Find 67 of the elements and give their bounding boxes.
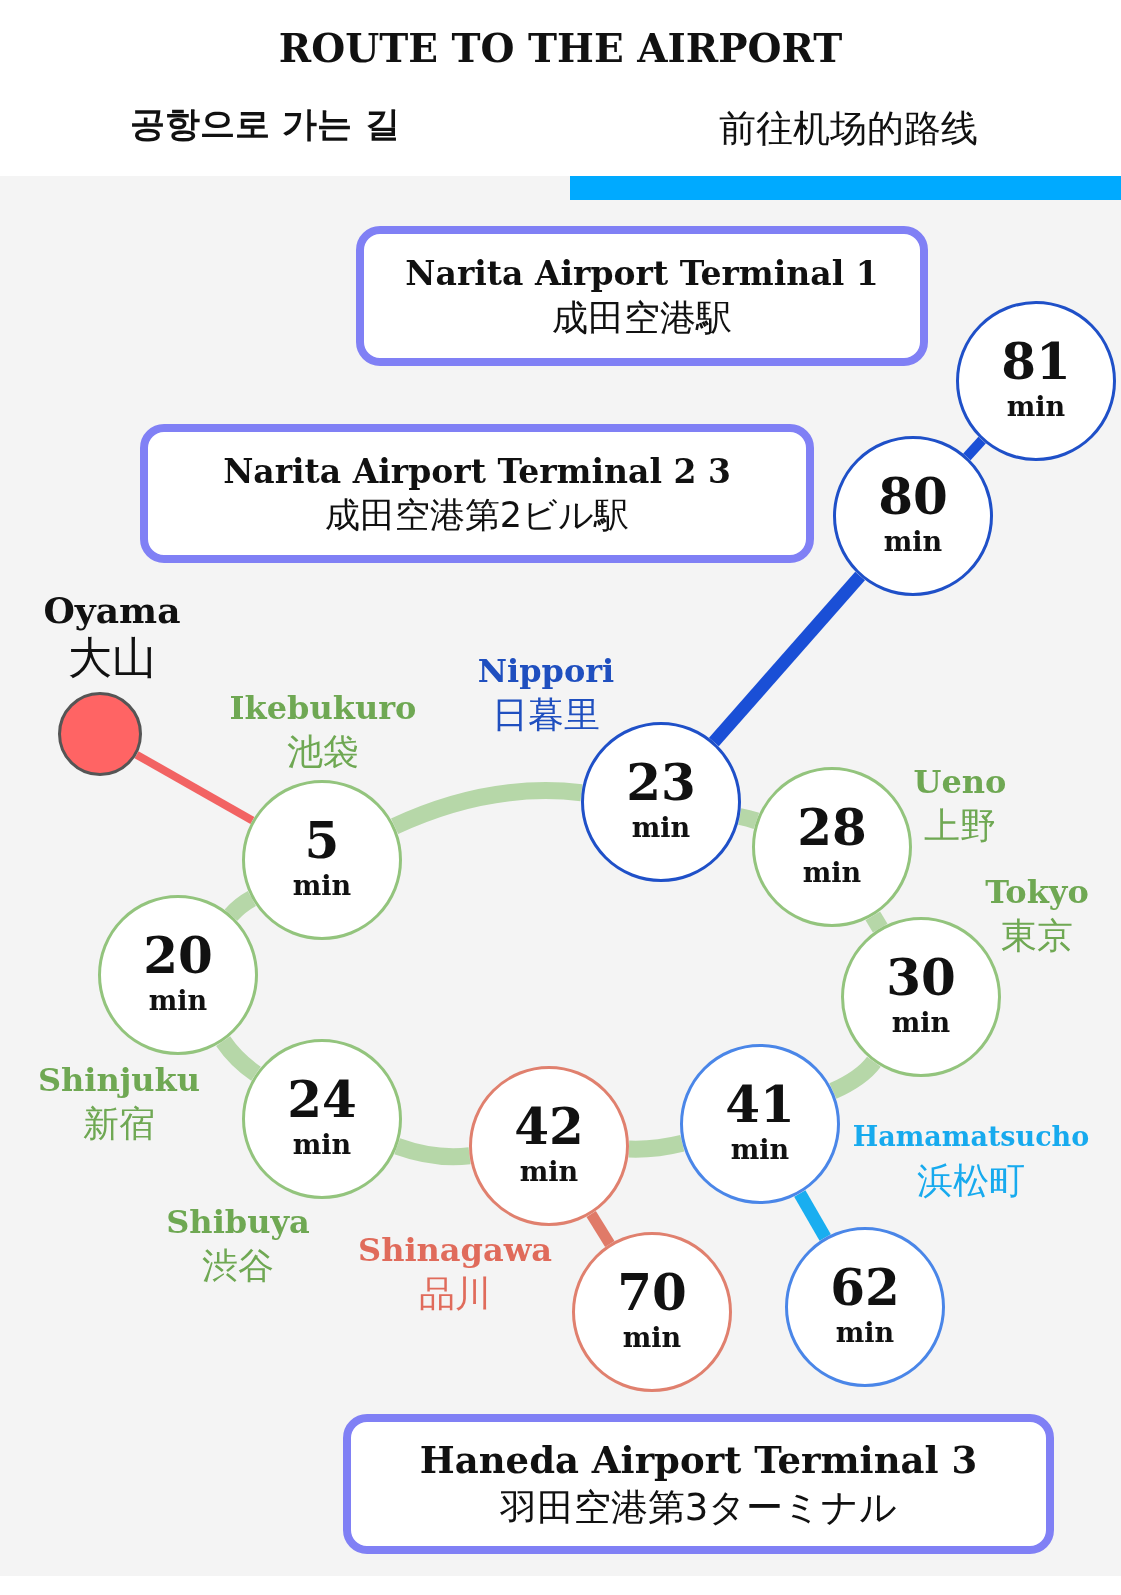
rail-line <box>865 911 888 933</box>
rail-line <box>586 1211 615 1247</box>
station-name-kanji: 品川 <box>419 1272 491 1316</box>
minutes-unit: min <box>519 1156 579 1188</box>
minutes-unit: min <box>891 1007 951 1039</box>
terminal-name: Narita Airport Terminal 2 3 <box>223 450 731 493</box>
subtitle: 前往机场的路线 <box>718 105 978 152</box>
station-name: Oyama <box>43 588 181 632</box>
rail-line <box>794 1190 831 1241</box>
minutes-unit: min <box>292 870 352 902</box>
rail-line <box>829 1056 881 1099</box>
minutes-value: 41 <box>725 1076 795 1134</box>
minutes-value: 62 <box>830 1259 900 1317</box>
station-name: Ueno <box>913 762 1007 803</box>
minutes-unit: min <box>883 526 943 558</box>
minutes-unit: min <box>835 1317 895 1349</box>
station-name-kanji: 上野 <box>924 804 996 848</box>
minutes-value: 70 <box>617 1264 687 1322</box>
station-name: Shinjuku <box>37 1060 201 1101</box>
rail-line <box>709 571 865 747</box>
station-name-kanji: 大山 <box>68 632 156 684</box>
minutes-unit: min <box>1006 391 1066 423</box>
minutes-unit: min <box>622 1322 682 1354</box>
rail-line <box>738 808 760 829</box>
minutes-unit: min <box>730 1134 790 1166</box>
station-name: Shibuya <box>166 1202 310 1243</box>
subtitle: 공항으로 가는 길 <box>130 102 400 146</box>
station-name: Hamamatsucho <box>852 1120 1090 1154</box>
minutes-value: 23 <box>626 754 696 812</box>
terminal-box <box>140 424 814 563</box>
terminal-box <box>356 226 928 366</box>
station-name: Shinagawa <box>358 1230 552 1271</box>
title: ROUTE TO THE AIRPORT <box>277 24 844 73</box>
rail-line <box>394 1138 471 1166</box>
station-name: Ikebukuro <box>229 688 417 729</box>
minutes-unit: min <box>631 812 691 844</box>
terminal-name-japanese: 成田空港駅 <box>552 295 732 340</box>
station-name-kanji: 新宿 <box>83 1102 155 1146</box>
terminal-box <box>343 1414 1054 1554</box>
station-name-kanji: 浜松町 <box>917 1159 1025 1203</box>
minutes-value: 80 <box>878 468 948 526</box>
minutes-value: 42 <box>514 1098 584 1156</box>
rail-line <box>963 436 986 461</box>
station-name-kanji: 渋谷 <box>202 1244 274 1288</box>
terminal-name: Narita Airport Terminal 1 <box>405 252 879 295</box>
minutes-value: 28 <box>797 799 867 857</box>
station-name-kanji: 池袋 <box>287 730 359 774</box>
minutes-value: 5 <box>304 812 340 870</box>
rail-line <box>216 1036 261 1081</box>
rail-line <box>628 1134 685 1158</box>
minutes-value: 30 <box>886 949 956 1007</box>
minutes-value: 81 <box>1001 333 1071 391</box>
minutes-unit: min <box>292 1129 352 1161</box>
station-name-kanji: 日暮里 <box>492 693 600 737</box>
terminal-name-japanese: 羽田空港第3ターミナル <box>499 1485 898 1531</box>
rail-line <box>391 782 583 835</box>
minutes-unit: min <box>802 857 862 889</box>
terminal-name: Haneda Airport Terminal 3 <box>419 1437 978 1484</box>
rail-line <box>134 751 255 824</box>
terminal-name-japanese: 成田空港第2ビル駅 <box>324 493 630 537</box>
minutes-unit: min <box>148 985 208 1017</box>
minutes-value: 20 <box>143 927 213 985</box>
station-name: Nippori <box>477 651 615 692</box>
rail-line <box>224 891 257 921</box>
station-name: Tokyo <box>985 872 1089 913</box>
minutes-value: 24 <box>287 1071 357 1129</box>
station-name-kanji: 東京 <box>1001 914 1073 958</box>
